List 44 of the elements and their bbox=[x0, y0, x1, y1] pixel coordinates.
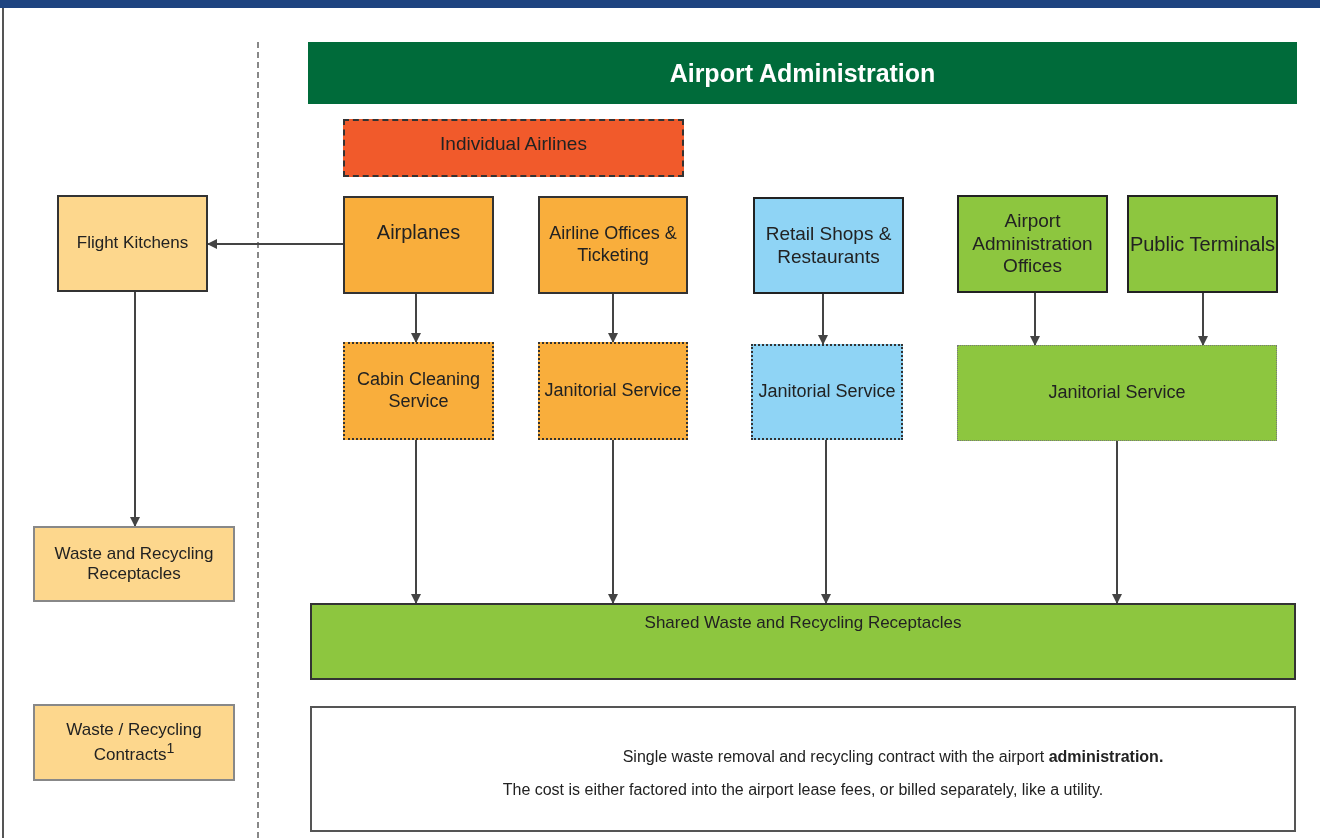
arrow bbox=[1198, 292, 1208, 346]
box-label: Individual Airlines bbox=[440, 133, 587, 156]
arrow bbox=[130, 291, 140, 527]
process-box bbox=[1127, 195, 1278, 293]
note-text: Single waste removal and recycling contract with the airport administration. bbox=[622, 746, 1164, 766]
arrow bbox=[411, 293, 421, 343]
box-label: Janitorial Service bbox=[544, 380, 682, 402]
arrow bbox=[207, 239, 344, 249]
process-box bbox=[33, 704, 235, 781]
arrow bbox=[608, 293, 618, 343]
process-box bbox=[957, 345, 1277, 441]
process-box bbox=[957, 195, 1108, 293]
box-label: Cabin Cleaning Service bbox=[355, 369, 482, 413]
process-box bbox=[57, 195, 208, 292]
arrow bbox=[821, 439, 831, 604]
arrow bbox=[1112, 440, 1122, 604]
process-box bbox=[751, 344, 903, 440]
process-box bbox=[343, 119, 684, 177]
box-label: Airport Administration Offices bbox=[971, 209, 1094, 279]
process-box bbox=[343, 342, 494, 440]
arrow bbox=[411, 439, 421, 604]
box-label: Janitorial Service bbox=[758, 381, 896, 403]
arrow bbox=[1030, 292, 1040, 346]
box-label: Airline Offices & Ticketing bbox=[548, 223, 678, 267]
header-band bbox=[308, 42, 1297, 104]
process-box bbox=[753, 197, 904, 294]
process-box bbox=[538, 196, 688, 294]
process-box bbox=[343, 196, 494, 294]
arrow bbox=[608, 439, 618, 604]
box-label: Waste and Recycling Receptacles bbox=[53, 543, 215, 585]
note-text: The cost is either factored into the airport lease fees, or billed separately, like a utility. bbox=[502, 780, 1104, 800]
process-box bbox=[310, 603, 1296, 680]
box-label: Janitorial Service bbox=[1048, 382, 1186, 404]
box-label: Airplanes bbox=[376, 220, 461, 244]
process-box bbox=[538, 342, 688, 440]
arrow bbox=[818, 293, 828, 345]
box-label: Airport Administration bbox=[669, 58, 936, 88]
box-label: Public Terminals bbox=[1129, 232, 1276, 256]
box-label: Waste / Recycling Contracts$^{1}$ bbox=[65, 719, 203, 766]
box-label: Flight Kitchens bbox=[76, 233, 189, 254]
process-box bbox=[33, 526, 235, 602]
note-box bbox=[310, 706, 1296, 832]
box-label: Shared Waste and Recycling Receptacles bbox=[644, 613, 962, 634]
box-label: Retail Shops & Restaurants bbox=[764, 222, 893, 269]
